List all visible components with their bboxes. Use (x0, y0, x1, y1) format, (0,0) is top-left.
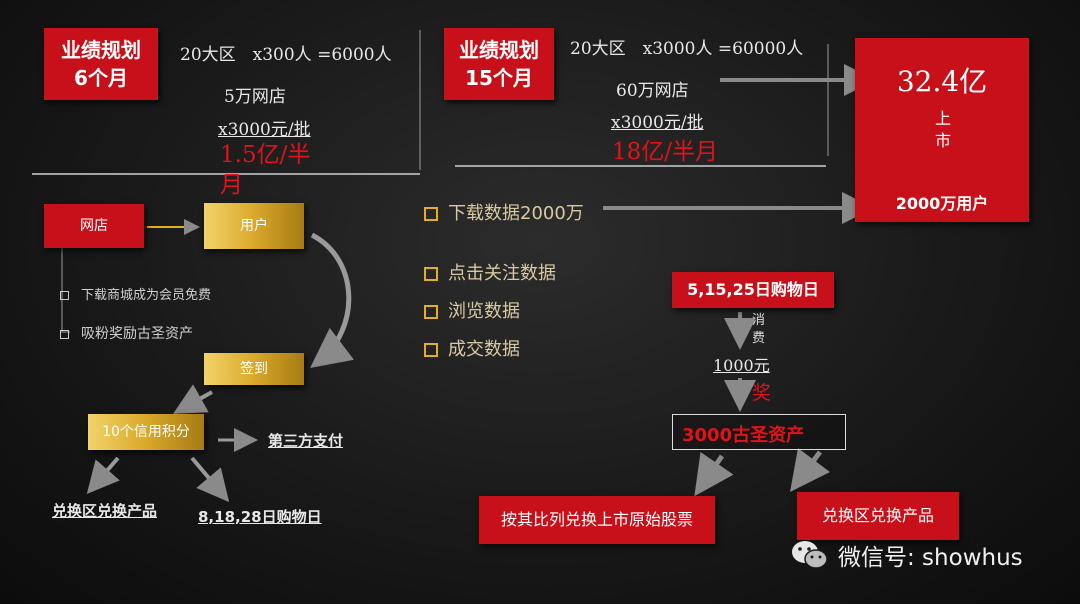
shopping-days-left: 8,18,28日购物日 (198, 508, 322, 526)
product-exchange-box: 兑换区兑换产品 (797, 492, 959, 540)
checkbox-icon (424, 267, 438, 281)
shopping-days-box: 5,15,25日购物日 (672, 272, 834, 308)
plan6-title: 业绩规划 6个月 (44, 28, 158, 100)
checkbox-icon (424, 207, 438, 221)
ipo-amount: 32.4亿 (896, 65, 988, 98)
wechat-icon (792, 541, 828, 569)
exchange-area: 兑换区兑换产品 (52, 502, 158, 520)
third-party-payment: 第三方支付 (268, 432, 344, 450)
reward-label: 奖 (752, 382, 772, 404)
asset-box: 3000古圣资产 (672, 414, 846, 450)
user-box: 用户 (204, 203, 304, 249)
plan6-price: x3000元/批 (218, 120, 311, 140)
asset-label: 3000古圣资产 (682, 425, 805, 446)
checkbox-icon (424, 343, 438, 357)
flow-bullet-2: 吸粉奖励古圣资产 (60, 323, 193, 343)
data-point-2: 点击关注数据 (424, 259, 556, 285)
stock-exchange-box: 按其比列兑换上市原始股票 (479, 496, 715, 544)
plan15-price: x3000元/批 (611, 113, 704, 133)
credits-box: 10个信用积分 (88, 414, 204, 450)
ipo-label: 上 市 (935, 109, 952, 150)
watermark: 微信号: showhus (790, 538, 1023, 572)
plan15-formula: 20大区 x3000人 =60000人 (570, 39, 804, 59)
checkbox-icon (60, 291, 69, 300)
checkbox-icon (60, 329, 69, 339)
watermark-text: 微信号: showhus (838, 545, 1023, 571)
plan15-result: 18亿/半月 (612, 139, 719, 165)
data-point-3: 浏览数据 (424, 297, 520, 323)
plan15-title: 业绩规划 15个月 (444, 28, 554, 100)
ipo-box: 32.4亿 上 市 2000万用户 (855, 38, 1029, 222)
data-point-4: 成交数据 (424, 335, 520, 361)
spend-amount: 1000元 (713, 356, 770, 375)
ipo-users: 2000万用户 (895, 194, 989, 213)
checkbox-icon (424, 305, 438, 319)
plan6-stores: 5万网店 (224, 87, 286, 107)
flow-bullet-1: 下载商城成为会员免费 (60, 284, 211, 303)
plan15-stores: 60万网店 (616, 81, 689, 101)
plan6-formula: 20大区 x300人 =6000人 (180, 45, 392, 65)
store-box: 网店 (44, 204, 144, 248)
plan6-result: 1.5亿/半 月 (220, 142, 311, 198)
checkin-box: 签到 (204, 353, 304, 385)
consume-label: 消 费 (752, 313, 766, 346)
data-point-1: 下载数据2000万 (424, 199, 584, 225)
